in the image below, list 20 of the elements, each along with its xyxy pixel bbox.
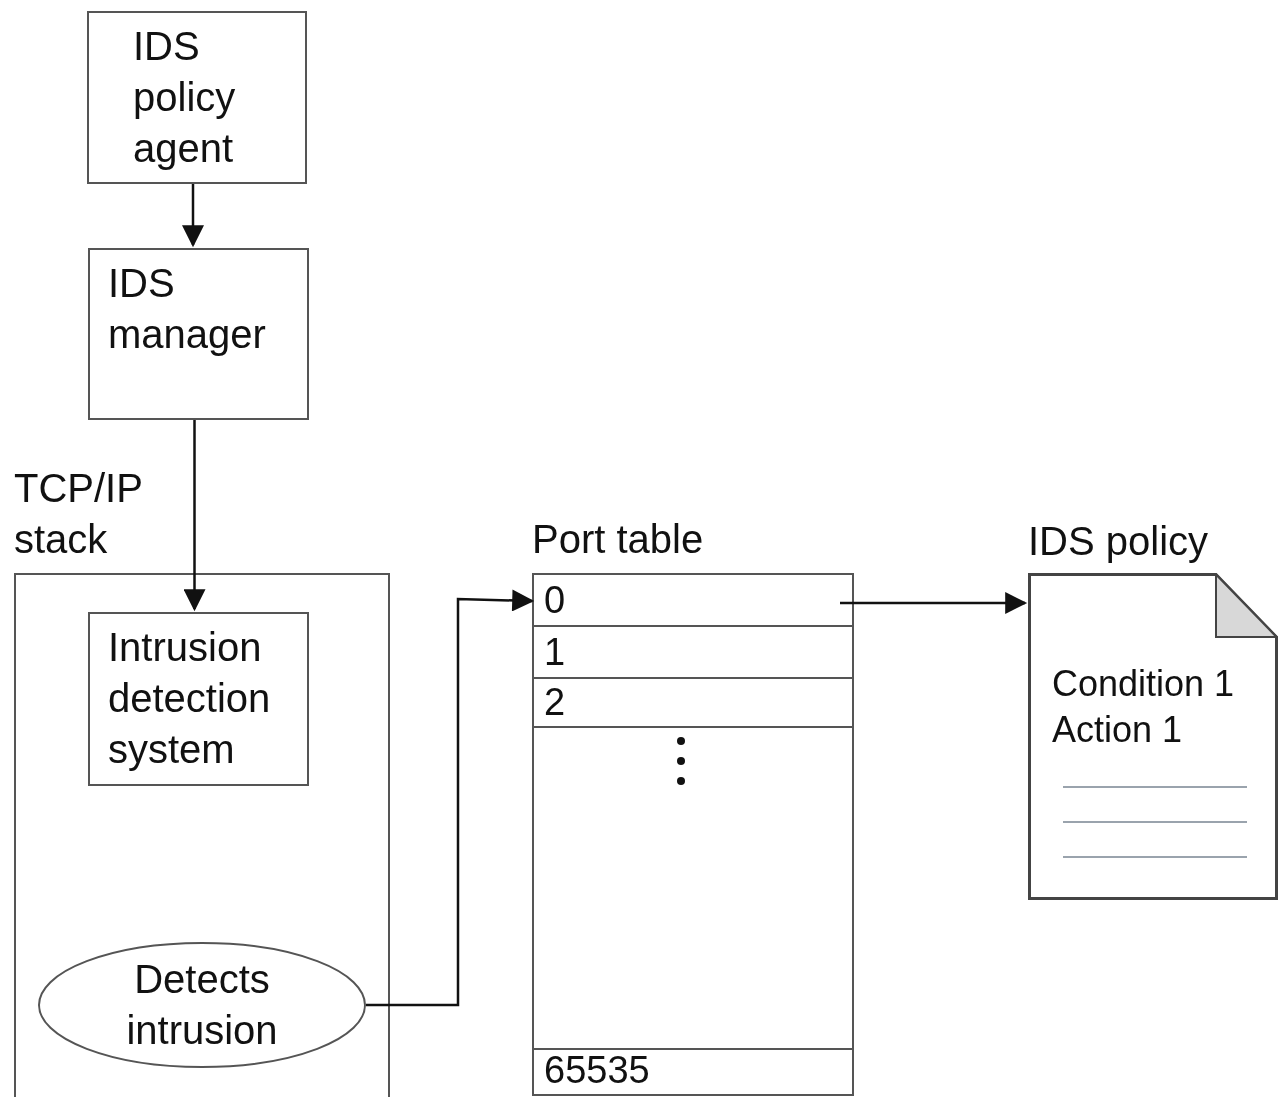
row-label: 1: [544, 631, 566, 673]
arrow: [183, 420, 206, 612]
arrow: [366, 589, 535, 1007]
arrow: [182, 184, 204, 248]
document-text: Action 1: [1052, 708, 1184, 752]
box-label: IDS policy agent: [133, 23, 237, 172]
document-text: Condition 1: [1052, 662, 1235, 706]
row-label: 65535: [544, 1049, 650, 1091]
box-label: IDS manager: [108, 260, 267, 358]
process-box: [88, 248, 309, 420]
process-box: [87, 11, 307, 184]
ellipse-label: Detects intrusion: [125, 956, 279, 1054]
row-label: 2: [544, 681, 566, 723]
arrow: [840, 592, 1028, 614]
box-label: Intrusion detection system: [108, 624, 272, 773]
process-box: [88, 612, 309, 786]
box-heading: Port table: [532, 516, 704, 563]
document-heading: IDS policy: [1028, 518, 1209, 565]
box-heading: TCP/IP stack: [14, 465, 144, 563]
row-label: 0: [544, 579, 566, 621]
